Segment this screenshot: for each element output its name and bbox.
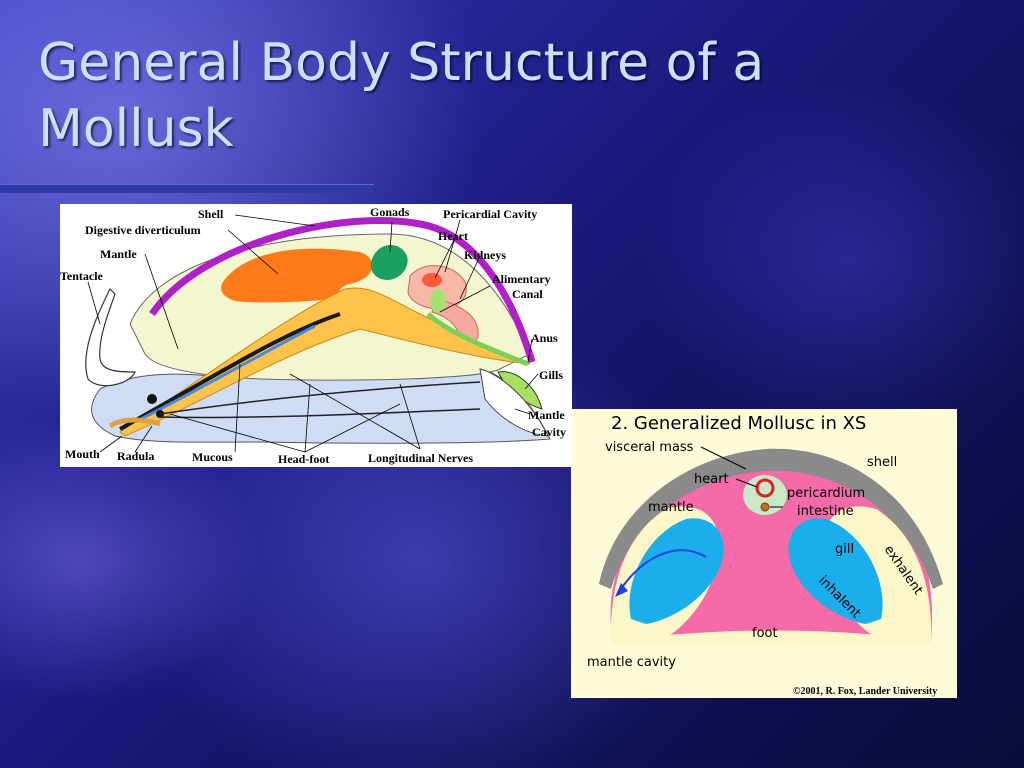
- label-pericardial-cavity: Pericardial Cavity: [443, 207, 537, 221]
- mollusk-side-diagram: Shell Gonads Pericardial Cavity Digestiv…: [60, 204, 572, 467]
- xs-heart: [755, 478, 775, 498]
- side-diagram-svg: Shell Gonads Pericardial Cavity Digestiv…: [60, 205, 566, 466]
- label-mucous: Mucous: [192, 450, 233, 464]
- xs-diagram-svg: 2. Generalized Mollusc in XS visceral ma…: [587, 413, 943, 697]
- xs-label-pericardium: pericardium: [787, 486, 865, 501]
- xs-foot-base: [613, 630, 931, 645]
- xs-intestine: [760, 502, 770, 512]
- xs-label-gill: gill: [835, 542, 854, 557]
- label-mantle-cavity-1: Mantle: [528, 408, 565, 422]
- gut-shape: [426, 312, 529, 367]
- leader-lines: [87, 214, 539, 453]
- label-shell: Shell: [198, 207, 224, 221]
- label-heart: Heart: [438, 229, 468, 243]
- label-tentacle: Tentacle: [60, 269, 104, 283]
- xs-title: 2. Generalized Mollusc in XS: [611, 413, 866, 434]
- intestine-loop: [430, 289, 446, 313]
- xs-label-mantle-cavity: mantle cavity: [587, 655, 676, 670]
- label-radula: Radula: [117, 449, 154, 463]
- shell-shape: [149, 217, 536, 363]
- xs-flow-arrow: [620, 549, 707, 590]
- digestive-diverticulum-shape: [221, 248, 373, 303]
- xs-copyright: ©2001, R. Fox, Lander University: [793, 686, 937, 697]
- xs-label-visceral-mass: visceral mass: [605, 440, 694, 455]
- heart-shape: [422, 273, 442, 287]
- label-alimentary: Alimentary: [492, 272, 551, 286]
- label-digestive-diverticulum: Digestive diverticulum: [85, 223, 201, 237]
- xs-label-shell: shell: [867, 455, 897, 470]
- mouth-mark: [147, 394, 157, 404]
- slide-title: General Body Structure of a Mollusk: [38, 33, 765, 159]
- label-kidneys: Kidneys: [464, 248, 506, 262]
- xs-label-mantle: mantle: [648, 500, 694, 515]
- label-mantle: Mantle: [100, 247, 137, 261]
- xs-right-gill: [788, 518, 883, 624]
- mantle-cavity-shape: [479, 368, 549, 437]
- alimentary-canal-shape: [119, 312, 341, 431]
- alimentary-canal-blue: [134, 324, 316, 424]
- radula-shape: [108, 417, 161, 429]
- pericardial-shape: [407, 265, 467, 310]
- xs-leader-lines: [700, 446, 783, 508]
- tentacle-shape: [85, 287, 136, 387]
- label-head-foot: Head-foot: [278, 452, 329, 466]
- xs-shell: [599, 448, 943, 589]
- xs-label-foot: foot: [752, 626, 778, 641]
- xs-label-intestine: intestine: [797, 504, 854, 519]
- label-gills: Gills: [539, 368, 563, 382]
- xs-left-gill: [629, 518, 724, 624]
- label-mouth: Mouth: [65, 447, 100, 461]
- xs-flow-arrowhead: [615, 583, 628, 597]
- label-longitudinal-nerves: Longitudinal Nerves: [368, 451, 473, 465]
- gonads-shape: [370, 245, 408, 280]
- label-anus: Anus: [531, 331, 558, 345]
- mollusc-xs-diagram: 2. Generalized Mollusc in XS visceral ma…: [571, 409, 957, 698]
- title-underline: [0, 184, 374, 193]
- label-canal: Canal: [512, 287, 543, 301]
- xs-label-heart: heart: [694, 472, 729, 487]
- label-gonads: Gonads: [370, 205, 410, 219]
- nerve-line-2: [159, 408, 481, 419]
- nerve-line-1: [159, 381, 481, 415]
- label-mantle-cavity-2: Cavity: [532, 425, 566, 439]
